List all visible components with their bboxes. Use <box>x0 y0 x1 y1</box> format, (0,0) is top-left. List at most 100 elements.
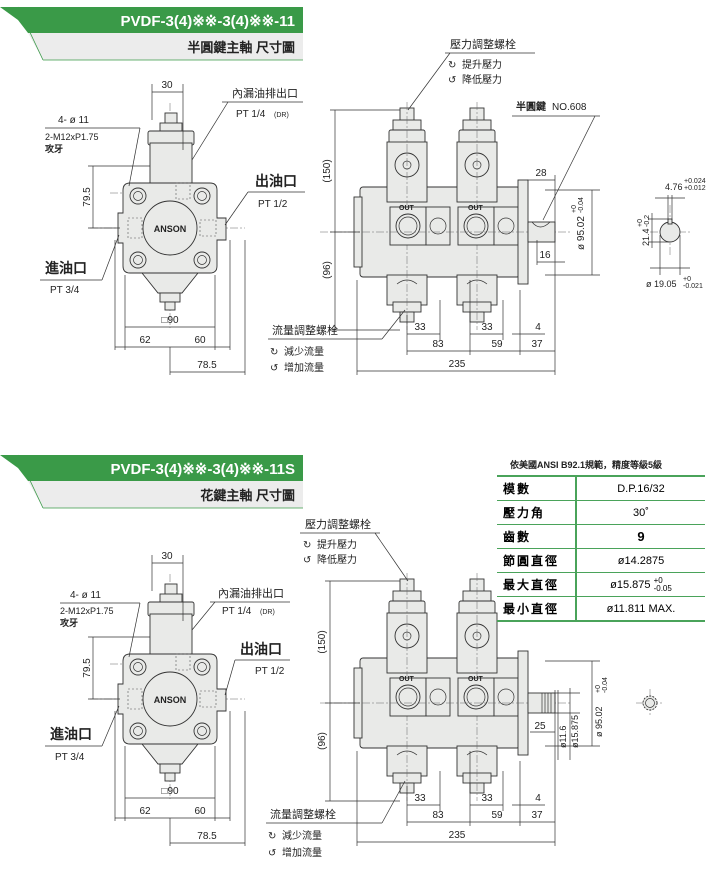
dim-150: (150) <box>322 159 333 182</box>
section-spline-shaft: PVDF-3(4)※※-3(4)※※-11S 花鍵主軸 尺寸圖 ANSON 30… <box>0 454 664 859</box>
row-value: D.P.16/32 <box>576 475 705 501</box>
inlet-port-spec: PT 3/4 <box>50 285 80 296</box>
dim-235: 235 <box>449 830 466 841</box>
pressure-screw-label: 壓力調整螺栓 <box>450 37 516 51</box>
rotate-ccw-icon: ↺ <box>303 555 311 566</box>
dim-62: 62 <box>139 335 151 346</box>
title-band <box>0 455 303 481</box>
section-half-round-key: PVDF-3(4)※※-3(4)※※-11 半圓鍵主軸 尺寸圖 ANSON 30… <box>0 6 706 375</box>
pump-side-view <box>89 102 246 329</box>
tol-plus: +0 <box>653 575 663 585</box>
section-subtitle: 半圓鍵主軸 尺寸圖 <box>187 40 295 55</box>
spline-standard-note: 依美國ANSI B92.1規範，精度等級5級 <box>510 460 663 470</box>
rotate-ccw-icon: ↺ <box>448 75 456 86</box>
drain-port-suffix: (DR) <box>274 112 289 119</box>
pressure-decrease: 降低壓力 <box>317 553 357 566</box>
key-depth: 21.4 <box>641 228 651 246</box>
row-value-cell: ø15.875 +0-0.05 <box>576 572 705 597</box>
row-key: 齒數 <box>497 524 577 549</box>
row-value: ø14.2875 <box>576 548 705 573</box>
dim-30: 30 <box>161 551 173 562</box>
dim-59: 59 <box>491 339 503 350</box>
drain-port-spec: PT 1/4 <box>236 109 266 120</box>
dim-79-5: 79.5 <box>82 187 93 207</box>
flow-screw-label: 流量調整螺栓 <box>270 807 336 821</box>
key-width-tol-minus: +0.012 <box>684 185 706 192</box>
thread-spec: 2-M12xP1.75 <box>60 606 114 616</box>
brand-logo: ANSON <box>154 695 187 705</box>
out-label-2: OUT <box>468 676 484 683</box>
key-label: 半圓鍵 <box>516 100 546 113</box>
tolerance: +0-0.05 <box>653 575 672 593</box>
dim-96: (96) <box>322 261 333 279</box>
drain-port-label: 內漏油排出口 <box>218 586 284 600</box>
drain-port-spec: PT 1/4 <box>222 606 252 617</box>
pressure-decrease: 降低壓力 <box>462 73 502 86</box>
flange-tol-minus: -0.04 <box>578 197 585 213</box>
dim-4: 4 <box>535 793 541 804</box>
section-subtitle: 花鍵主軸 尺寸圖 <box>200 488 295 503</box>
dim-37: 37 <box>531 810 543 821</box>
spline-end-view <box>636 689 664 717</box>
shaft-key-section: 4.76 +0.024 +0.012 21.4 +0 -0.2 ø 19.05 … <box>637 178 706 290</box>
rotate-ccw-icon: ↺ <box>270 363 278 374</box>
row-key: 最大直徑 <box>497 572 577 597</box>
keyed-shaft <box>527 221 556 243</box>
dim-83: 83 <box>432 810 444 821</box>
row-key: 節圓直徑 <box>497 548 577 573</box>
out-label-2: OUT <box>468 205 484 212</box>
pressure-screw-label: 壓力調整螺栓 <box>305 517 371 531</box>
dim-33-b: 33 <box>481 322 493 333</box>
dim-33-a: 33 <box>414 793 426 804</box>
shaft-tol-minus: -0.021 <box>683 283 703 290</box>
flange-diameter: ø 95.02 <box>594 706 604 737</box>
key-width: 4.76 <box>665 182 683 192</box>
dim-79-5: 79.5 <box>82 658 93 678</box>
tol-minus: -0.05 <box>653 583 672 593</box>
row-key: 模數 <box>497 475 577 501</box>
flange-diameter: ø 95.02 <box>576 216 587 250</box>
rotate-cw-icon: ↻ <box>303 540 311 551</box>
thread-spec: 2-M12xP1.75 <box>45 132 99 142</box>
row-value: ø15.875 <box>610 578 651 591</box>
dim-60: 60 <box>194 335 206 346</box>
outlet-port-spec: PT 1/2 <box>258 199 288 210</box>
row-value: ø11.811 MAX. <box>576 596 705 622</box>
dim-78-5: 78.5 <box>197 831 217 842</box>
subtitle-band <box>28 33 303 60</box>
dim-62: 62 <box>139 806 151 817</box>
flow-decrease: 減少流量 <box>282 829 322 842</box>
dim-60: 60 <box>194 806 206 817</box>
inlet-port-label: 進油口 <box>50 726 92 742</box>
outlet-port-label: 出油口 <box>240 641 282 657</box>
bolt-holes-spec: 4- ø 11 <box>70 590 101 601</box>
dim-square-90: □90 <box>161 786 179 797</box>
dim-33-a: 33 <box>414 322 426 333</box>
dia-11-6: ø11.6 <box>558 726 568 748</box>
out-label-1: OUT <box>399 205 415 212</box>
tap-label: 攻牙 <box>45 143 63 154</box>
shaft-diameter: ø 19.05 <box>646 279 677 289</box>
flow-increase: 增加流量 <box>284 361 324 374</box>
dim-25: 25 <box>534 721 546 732</box>
flange-tol-minus: -0.04 <box>602 677 609 693</box>
flange-tol-plus: +0 <box>595 685 602 693</box>
outlet-port-spec: PT 1/2 <box>255 666 285 677</box>
dim-square-90: □90 <box>161 315 179 326</box>
subtitle-band <box>28 481 303 508</box>
dim-4: 4 <box>535 322 541 333</box>
title-band <box>0 7 303 33</box>
key-number: NO.608 <box>552 102 587 113</box>
dim-33-b: 33 <box>481 793 493 804</box>
drain-port-label: 內漏油排出口 <box>232 86 298 100</box>
dim-78-5: 78.5 <box>197 360 217 371</box>
flange-tol-plus: +0 <box>571 205 578 213</box>
dia-15-875: ø15.875 <box>570 715 580 748</box>
rotate-cw-icon: ↻ <box>268 831 276 842</box>
